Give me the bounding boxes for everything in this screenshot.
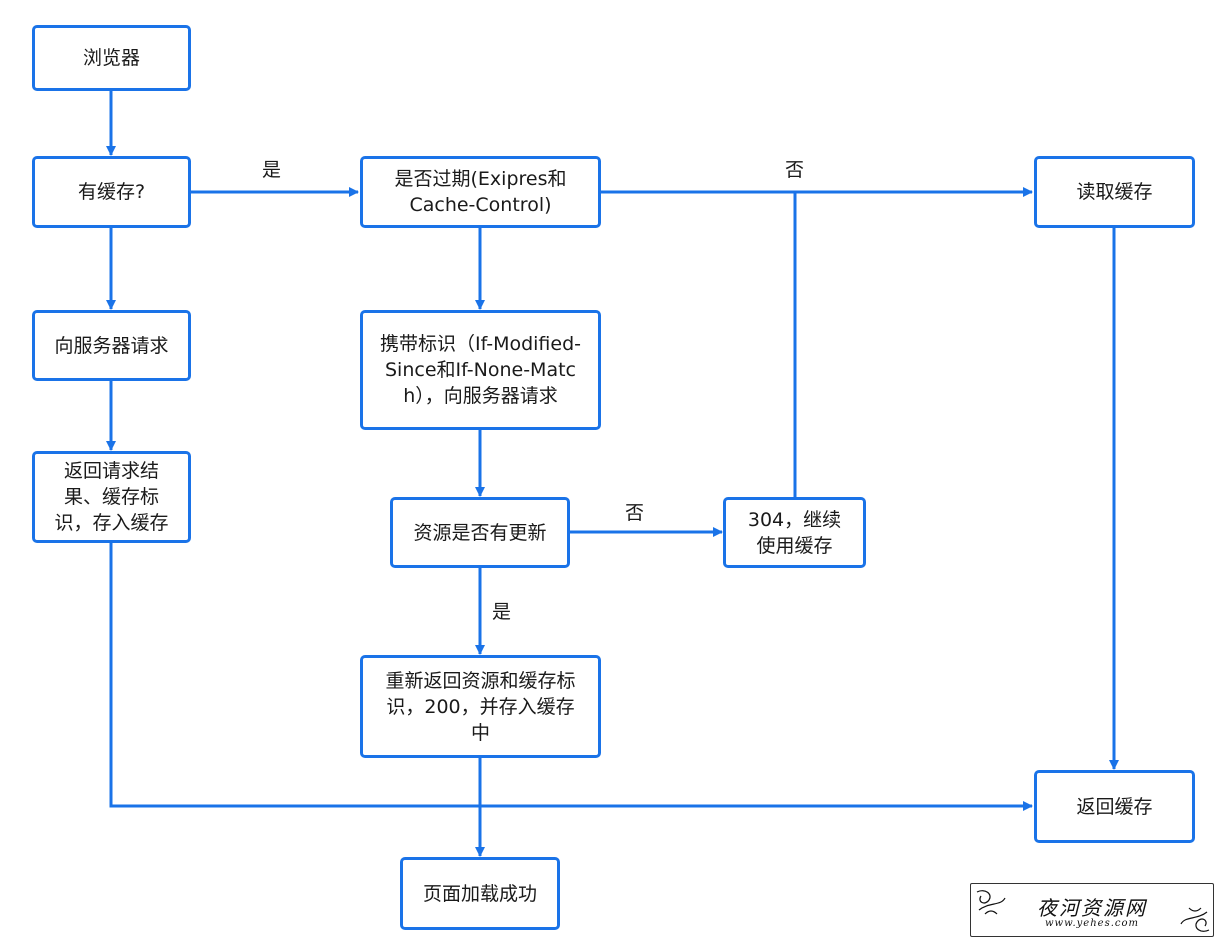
node-expired-check: 是否过期(Exipres和Cache-Control) [360,156,601,228]
edge-label-yes-has-cache: 是 [262,159,282,181]
node-read-cache: 读取缓存 [1034,156,1195,228]
node-return-cache: 返回缓存 [1034,770,1195,843]
node-status-304-label: 304，继续使用缓存 [747,508,842,557]
watermark-url: www.yehes.com [1044,918,1139,929]
edge-label-no-updated: 否 [625,502,645,524]
node-status-304: 304，继续使用缓存 [723,497,866,568]
edge-result-to-return-cache [109,543,1033,811]
node-request-server-label: 向服务器请求 [54,334,169,357]
node-page-loaded-label: 页面加载成功 [422,882,537,905]
node-request-server: 向服务器请求 [32,310,191,381]
node-page-loaded: 页面加载成功 [400,857,560,930]
node-return-cache-label: 返回缓存 [1076,795,1153,818]
node-return-result: 返回请求结果、缓存标识，存入缓存 [32,451,191,543]
node-browser: 浏览器 [32,25,191,91]
watermark-ornament-icon [976,890,1210,932]
node-read-cache-label: 读取缓存 [1076,181,1153,203]
node-status-200: 重新返回资源和缓存标识，200，并存入缓存中 [360,655,601,758]
node-browser-label: 浏览器 [82,47,140,69]
edge-label-yes-updated: 是 [492,601,512,623]
node-status-200-label: 重新返回资源和缓存标识，200，并存入缓存中 [385,669,576,744]
watermark-title: 夜河资源网 [1037,896,1147,920]
edge-label-no-expired: 否 [785,159,805,181]
node-with-identifiers-label: 携带标识（If-Modified-Since和If-None-Match），向服… [379,333,582,407]
node-has-cache: 有缓存? [32,156,191,228]
node-return-result-label: 返回请求结果、缓存标识，存入缓存 [54,460,169,534]
node-expired-check-label: 是否过期(Exipres和Cache-Control) [394,168,567,216]
node-resource-updated-label: 资源是否有更新 [413,521,547,544]
node-has-cache-label: 有缓存? [77,181,146,203]
node-with-identifiers: 携带标识（If-Modified-Since和If-None-Match），向服… [360,310,601,430]
watermark-logo: 夜河资源网 www.yehes.com [970,883,1214,937]
node-resource-updated: 资源是否有更新 [390,497,570,568]
